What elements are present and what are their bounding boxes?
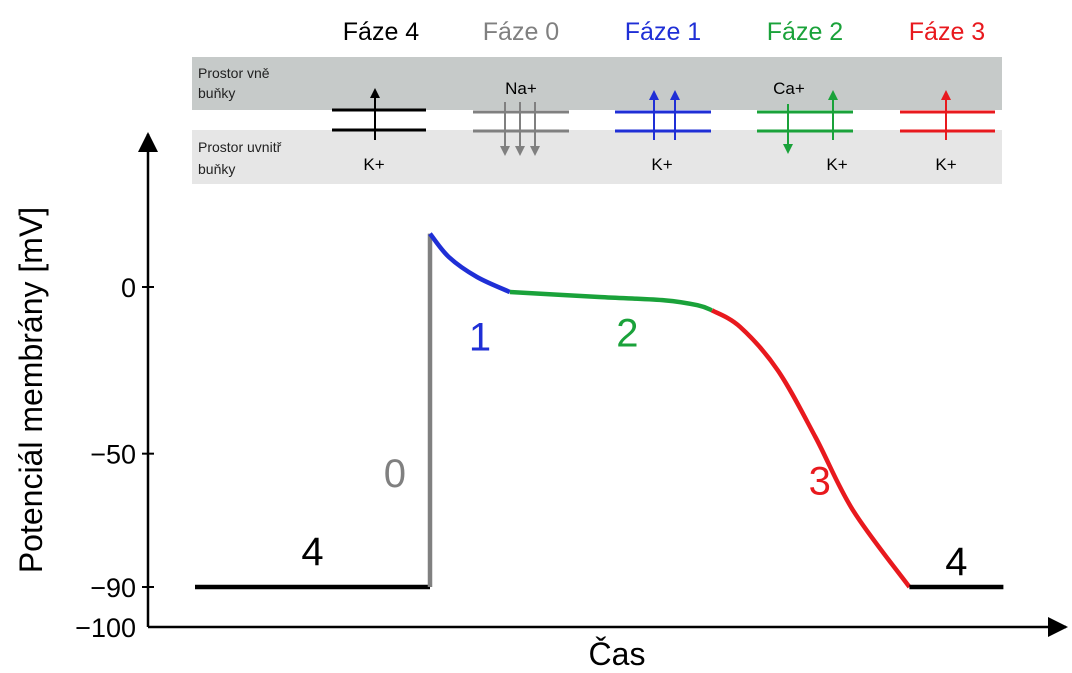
arrow-down-icon [515, 146, 525, 156]
phase-number-0: 0 [384, 452, 406, 496]
ion-label-1: K+ [651, 155, 672, 174]
phase-label-4: Fáze 4 [343, 18, 420, 46]
phase-label-0: Fáze 0 [483, 18, 559, 46]
arrow-up-icon [670, 90, 680, 100]
arrow-down-icon [530, 146, 540, 156]
arrow-up-icon [941, 90, 951, 100]
arrow-up-icon [649, 90, 659, 100]
phase-number-1: 1 [469, 315, 491, 359]
channel-phase-2 [757, 90, 853, 154]
axes: Čas Potenciál membrány [mV] [13, 132, 1068, 672]
inside-cell-band [192, 130, 1002, 184]
phase-label-3: Fáze 3 [909, 18, 985, 46]
ion-label-4: K+ [363, 155, 384, 174]
inside-label-line1: Prostor uvnitř [198, 139, 282, 155]
channel-phase-0 [473, 102, 569, 156]
y-tick-label: −90 [90, 573, 136, 603]
phase-label-1: Fáze 1 [625, 18, 701, 46]
ion-label-3: K+ [935, 155, 956, 174]
outside-label-line2: buňky [198, 85, 235, 101]
arrow-up-icon [370, 88, 380, 98]
x-axis-label: Čas [589, 636, 646, 672]
y-axis-label: Potenciál membrány [mV] [13, 207, 49, 573]
y-tick-label: −50 [90, 440, 136, 470]
phase-number-3: 3 [809, 459, 831, 503]
y-ticks: 0 −50 −90 −100 [75, 273, 154, 643]
arrow-down-icon [783, 144, 793, 154]
channel-phase-4 [332, 88, 426, 140]
ion-label-0: Na+ [505, 79, 537, 98]
inside-label-line2: buňky [198, 161, 235, 177]
ion-label-2-bottom: K+ [826, 155, 847, 174]
ion-channel-header: Prostor vně buňky Prostor uvnitř buňky F… [192, 18, 1002, 184]
phase-number-labels: 4 0 1 2 3 4 [301, 312, 967, 584]
outside-label-line1: Prostor vně [198, 65, 270, 81]
phase-number-4: 4 [945, 540, 967, 584]
channel-phase-1 [615, 90, 711, 140]
phase-number-2: 2 [616, 312, 638, 356]
series-line-phase-1 [428, 232, 511, 295]
y-tick-label: −100 [75, 613, 136, 643]
series-line-phase-3 [710, 308, 912, 589]
channel-phase-3 [900, 90, 995, 140]
series-line-phase-2 [509, 289, 713, 313]
phase-number-4: 4 [301, 530, 323, 574]
series-lines [195, 232, 1004, 590]
phase-label-2: Fáze 2 [767, 18, 843, 46]
ion-label-2-top: Ca+ [773, 79, 805, 98]
arrow-down-icon [500, 146, 510, 156]
y-tick-label: 0 [121, 273, 136, 303]
arrow-up-icon [828, 90, 838, 100]
outside-cell-band [192, 57, 1002, 110]
